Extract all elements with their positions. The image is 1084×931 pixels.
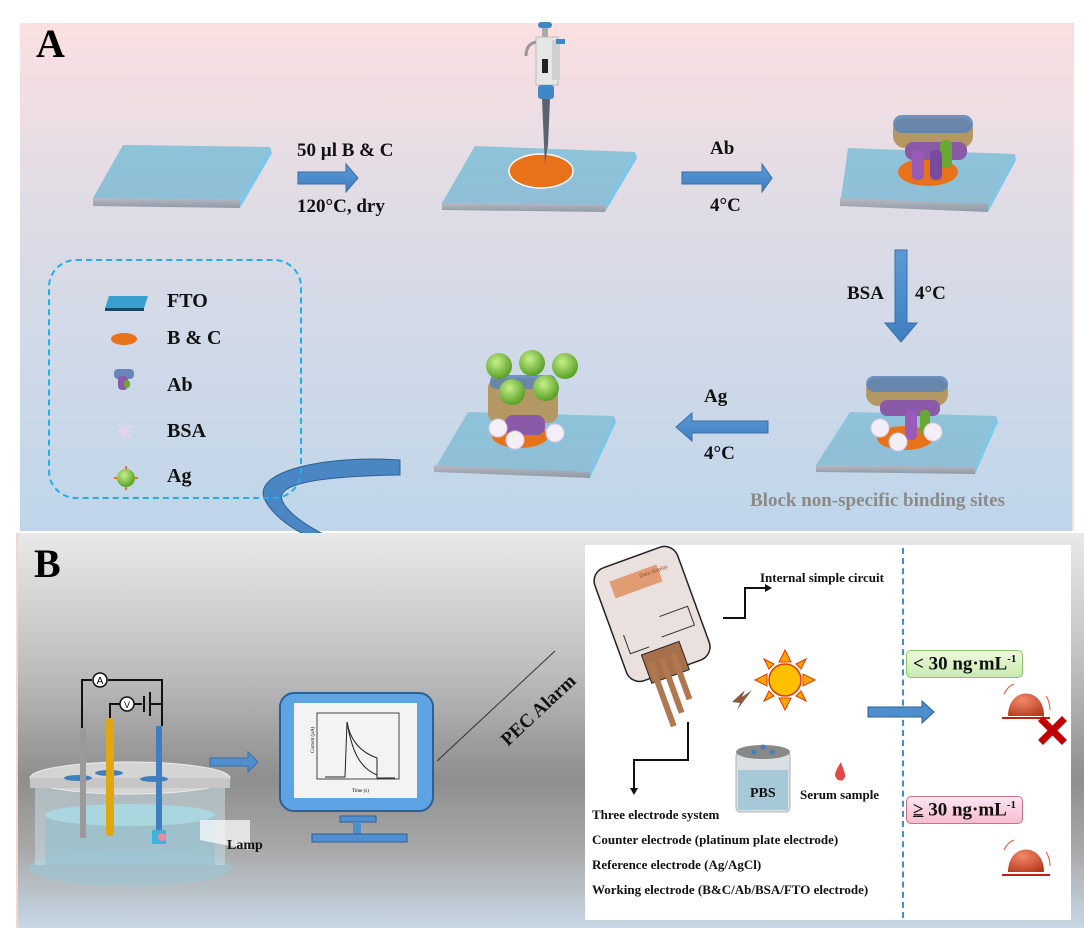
electrode-line-2: Counter electrode (platinum plate electr…	[592, 832, 839, 847]
step3-right-label: 4°C	[915, 283, 946, 304]
legend-label-fto: FTO	[167, 290, 208, 312]
antigen-cluster	[486, 350, 578, 450]
legend-bc-icon	[111, 333, 137, 345]
fto-slab-1	[93, 145, 272, 208]
panel-a-letter: A	[36, 21, 65, 66]
alarm-on-icon	[1002, 839, 1051, 876]
threshold-high-op: ≥	[913, 799, 924, 821]
lamp-beam	[200, 820, 250, 850]
legend-label-ag: Ag	[167, 465, 192, 487]
reference-electrode	[106, 718, 114, 836]
threshold-low-badge: < 30 ng·mL-1	[906, 650, 1024, 679]
cross-icon	[1038, 716, 1067, 745]
pipette-icon	[524, 22, 565, 165]
electrode-line-1: Three electrode system	[592, 807, 720, 822]
antibody-cluster-2	[866, 376, 948, 440]
arrow-to-results	[867, 699, 935, 725]
monitor-icon	[279, 692, 434, 843]
panel-b-letter: B	[34, 541, 61, 586]
threshold-low-exp: -1	[1007, 653, 1017, 665]
step4-top-label: Ag	[704, 386, 728, 407]
legend-box	[48, 259, 302, 499]
pbs-label: PBS	[750, 786, 776, 801]
legend-bsa-icon	[117, 423, 133, 439]
bsa-flowers-1	[870, 418, 943, 452]
monitor-x-axis: Time (s)	[352, 789, 369, 794]
step3-left-label: BSA	[847, 283, 884, 304]
voltmeter-icon	[119, 696, 135, 712]
step4-bottom-label: 4°C	[704, 443, 735, 464]
block-sites-note: Block non-specific binding sites	[750, 490, 1005, 511]
counter-electrode	[80, 728, 86, 838]
electrode-line-3: Reference electrode (Ag/AgCl)	[592, 857, 762, 872]
internal-circuit-label: Internal simple circuit	[760, 570, 884, 585]
arrow-step-4	[675, 411, 769, 443]
working-electrode	[156, 726, 162, 836]
legend-fto-icon	[105, 296, 148, 311]
threshold-low-op: <	[913, 653, 924, 675]
lamp-label: Lamp	[227, 838, 263, 853]
ammeter-label: A	[97, 676, 104, 687]
threshold-high-exp: -1	[1006, 799, 1017, 811]
circuit-pointer-arrow	[723, 587, 765, 619]
step1-top-label: 50 µl B & C	[297, 140, 394, 161]
fto-slab-2	[442, 146, 637, 212]
ammeter-icon	[92, 672, 108, 688]
serum-drop-icon	[835, 762, 846, 781]
sun-icon	[753, 648, 817, 712]
step2-bottom-label: 4°C	[710, 195, 741, 216]
arrow-step-3	[883, 249, 919, 343]
pec-alarm-device	[593, 545, 711, 728]
arrow-to-monitor	[209, 750, 259, 774]
voltmeter-label: V	[124, 700, 130, 710]
electrode-line-4: Working electrode (B&C/Ab/BSA/FTO electr…	[592, 882, 869, 897]
electrode-pointer-arrow	[633, 722, 689, 788]
arrow-step-1	[297, 162, 359, 194]
bc-disk	[508, 153, 574, 189]
monitor-y-axis: Current (µA)	[311, 726, 316, 753]
circuit-wiring	[81, 679, 163, 728]
legend-label-bc: B & C	[167, 327, 222, 349]
serum-sample-label: Serum sample	[800, 787, 880, 802]
alarm-off-icon	[1002, 683, 1051, 719]
legend-label-bsa: BSA	[167, 420, 206, 442]
threshold-high-badge: ≥ 30 ng·mL-1	[906, 796, 1024, 825]
legend-label-ab: Ab	[167, 374, 193, 396]
threshold-high-value: 30 ng·mL	[928, 799, 1007, 821]
threshold-low-value: 30 ng·mL	[928, 653, 1008, 675]
legend-antibody-icon	[114, 369, 134, 390]
pbs-vial-icon	[735, 744, 791, 813]
light-bolt-icon	[732, 690, 752, 710]
arrow-step-2	[681, 162, 773, 194]
antibody-cluster-1	[893, 115, 973, 180]
legend-antigen-icon	[114, 466, 138, 490]
step1-bottom-label: 120°C, dry	[297, 196, 385, 217]
step2-top-label: Ab	[710, 138, 735, 159]
divider-line	[902, 548, 904, 918]
